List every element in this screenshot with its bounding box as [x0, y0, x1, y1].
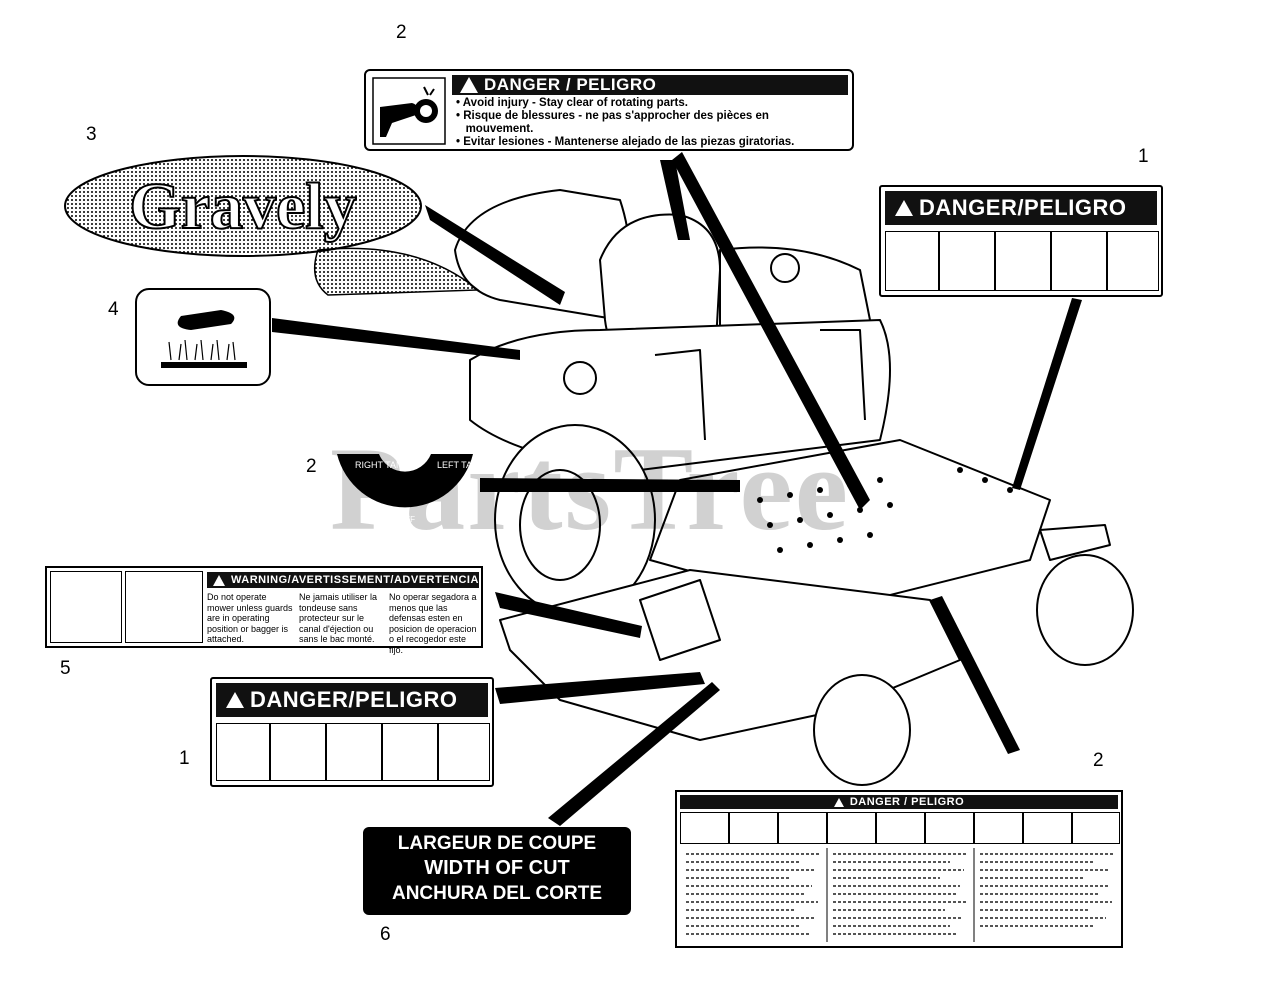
- warning-text-fr: Ne jamais utiliser la tondeuse sans prot…: [299, 592, 378, 644]
- warning-text-es: No operar segadora a menos que las defen…: [389, 592, 477, 655]
- manual-icon: [729, 812, 778, 844]
- manual-icon: [216, 723, 270, 781]
- danger-banner: DANGER/PELIGRO: [885, 191, 1157, 225]
- callout-6: 6: [380, 924, 391, 945]
- callout-4: 4: [108, 299, 119, 320]
- hand-roller-icon: [372, 77, 446, 145]
- danger-title: DANGER/PELIGRO: [250, 687, 458, 712]
- blade-thrown-object-icon: [270, 723, 326, 781]
- pictogram-row: [680, 812, 1120, 844]
- danger-banner: DANGER / PELIGRO: [680, 795, 1118, 809]
- left-tank-text: LEFT TANK: [437, 460, 477, 470]
- warning-text-en: Do not operate mower unless guards are i…: [207, 592, 293, 644]
- callout-2-valve: 2: [306, 456, 317, 477]
- cut-line-en: WIDTH OF CUT: [424, 857, 570, 879]
- hot-surface-label: [135, 288, 271, 386]
- warning-banner: WARNING/AVERTISSEMENT/ADVERTENCIA: [207, 572, 479, 588]
- callout-3: 3: [86, 124, 97, 145]
- danger-pictogram-label-right: DANGER/PELIGRO: [879, 185, 1163, 297]
- warning-title: WARNING/AVERTISSEMENT/ADVERTENCIA: [231, 574, 479, 586]
- keep-bystanders-away-icon: [778, 812, 827, 844]
- no-feet-icon: [438, 723, 490, 781]
- tip-over-icon: [1072, 812, 1120, 844]
- remove-key-icon: [382, 723, 438, 781]
- danger-line-es: • Evitar lesiones - Mantenerse alejado d…: [456, 136, 795, 148]
- warning-triangle-icon: [226, 692, 244, 708]
- danger-text-block: • Avoid injury - Stay clear of rotating …: [456, 97, 846, 149]
- cut-line-es: ANCHURA DEL CORTE: [391, 883, 603, 904]
- remove-key-icon: [1051, 231, 1107, 291]
- guard-warning-label: WARNING/AVERTISSEMENT/ADVERTENCIA Do not…: [45, 566, 483, 655]
- danger-line-fr: • Risque de blessures - ne pas s'approch…: [456, 110, 769, 122]
- cut-line-fr: LARGEUR DE COUPE: [397, 833, 597, 854]
- danger-banner: DANGER / PELIGRO: [452, 75, 848, 95]
- warning-triangle-icon: [895, 200, 913, 216]
- blade-thrown-object-icon: [939, 231, 995, 291]
- danger-banner: DANGER/PELIGRO: [216, 683, 488, 717]
- no-passengers-icon: [925, 812, 974, 844]
- manual-icon: [885, 231, 939, 291]
- callout-2-top: 2: [396, 22, 407, 43]
- deflector-icon: [125, 571, 203, 643]
- rollover-icon: [974, 812, 1023, 844]
- danger-title: DANGER / PELIGRO: [484, 75, 657, 94]
- danger-title: DANGER / PELIGRO: [849, 796, 965, 808]
- callout-2-bottom: 2: [1093, 750, 1104, 771]
- thrown-object-icon: [827, 812, 876, 844]
- warning-triangle-icon: [213, 574, 225, 586]
- slope-icon: [1023, 812, 1072, 844]
- danger-line-en: • Avoid injury - Stay clear of rotating …: [456, 97, 688, 109]
- warning-triangle-icon: [833, 797, 844, 807]
- no-feet-icon: [1107, 231, 1159, 291]
- pictogram-row: [885, 231, 1159, 291]
- right-tank-text: RIGHT TANK: [355, 460, 409, 470]
- warning-triangle-icon: [680, 812, 729, 844]
- danger-pictogram-label-left: DANGER/PELIGRO: [210, 677, 494, 787]
- gravely-logo: Gravely: [64, 155, 480, 296]
- fuel-valve-label: RIGHT TANK LEFT TANK OFF: [337, 454, 477, 524]
- logo-text: Gravely: [129, 170, 356, 243]
- off-text: OFF: [399, 515, 415, 524]
- callout-5: 5: [60, 658, 71, 679]
- danger-line-fr-cont: mouvement.: [456, 123, 534, 135]
- callout-1-right: 1: [1138, 146, 1149, 167]
- danger-title: DANGER/PELIGRO: [919, 195, 1127, 220]
- width-of-cut-label: LARGEUR DE COUPE WIDTH OF CUT ANCHURA DE…: [363, 827, 631, 915]
- rider-slope-icon: [876, 812, 925, 844]
- callout-1-left: 1: [179, 748, 190, 769]
- operation-danger-label: DANGER / PELIGRO: [675, 790, 1123, 948]
- hand-hot-surface-icon: [161, 310, 247, 368]
- fine-print-text: [686, 848, 1114, 942]
- thrown-object-icon: [50, 571, 122, 643]
- rotating-parts-danger-label: DANGER / PELIGRO • Avoid injury - Stay c…: [364, 69, 854, 151]
- pictogram-row: [216, 723, 490, 781]
- warning-triangle-icon: [460, 77, 478, 93]
- keep-bystanders-away-icon: [995, 231, 1051, 291]
- keep-bystanders-away-icon: [326, 723, 382, 781]
